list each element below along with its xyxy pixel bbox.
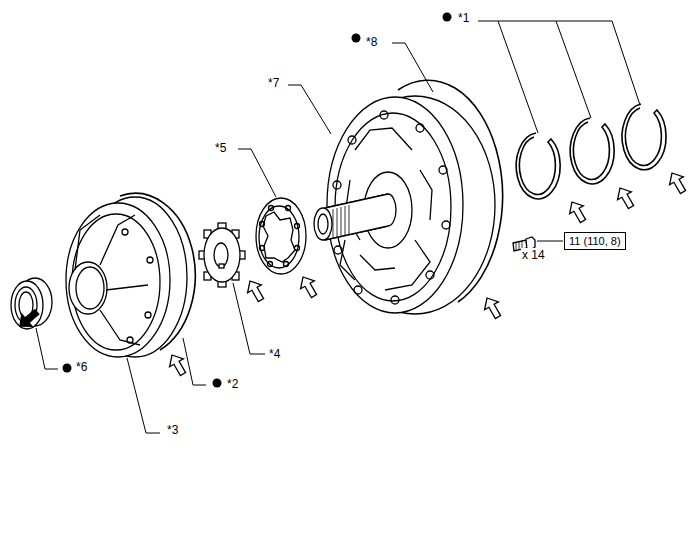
assembly-arrows (15, 169, 688, 378)
leader-line (183, 338, 206, 385)
bullet-dot (352, 34, 361, 43)
leader-lines (36, 21, 640, 433)
hollow-arrow (613, 184, 638, 211)
stator-shaft (325, 194, 396, 240)
leader-line (537, 241, 563, 242)
hollow-arrow (665, 169, 688, 196)
callout-number: *8 (365, 35, 378, 49)
callout-number: *1 (457, 11, 470, 25)
snap-ring (622, 104, 666, 170)
callout-number: *5 (214, 141, 227, 155)
callout-number: *2 (226, 377, 239, 391)
bullet-dot (63, 364, 72, 373)
hollow-arrow (243, 277, 268, 304)
leader-line (288, 85, 331, 134)
callout-number: *4 (268, 347, 281, 361)
torque-value: 11 (110, 8) (569, 235, 621, 247)
oil-pump-body (314, 80, 502, 314)
snap-ring (570, 118, 614, 184)
leader-line (36, 328, 58, 369)
driven-gear (256, 198, 306, 274)
leader-line (127, 358, 160, 433)
torque-spec-box: 11 (110, 8) (564, 232, 626, 250)
oil-seal (11, 278, 52, 329)
hollow-arrow (565, 198, 590, 225)
hollow-arrow (480, 294, 505, 321)
leader-line (392, 43, 433, 92)
hollow-arrow (296, 273, 321, 300)
leader-line (556, 21, 591, 118)
quantity-note: x 14 (521, 248, 546, 262)
snap-ring (516, 133, 560, 199)
callout-number: *6 (75, 360, 88, 374)
shaft-bore (318, 214, 328, 234)
shaft-splines (333, 205, 349, 239)
solid-arrow (15, 306, 42, 332)
hollow-arrow (165, 351, 190, 378)
callout-number: *7 (267, 76, 280, 90)
bullet-dot (443, 13, 452, 22)
pump-cover (66, 193, 195, 357)
callout-number: *3 (166, 423, 179, 437)
shaft-end (314, 208, 332, 240)
leader-line (498, 21, 538, 133)
bullet-dot (213, 379, 222, 388)
leader-line (612, 21, 640, 105)
drive-gear (199, 223, 245, 287)
new-part-dots (63, 13, 452, 388)
snap-rings (516, 104, 666, 199)
leader-line (238, 149, 276, 197)
